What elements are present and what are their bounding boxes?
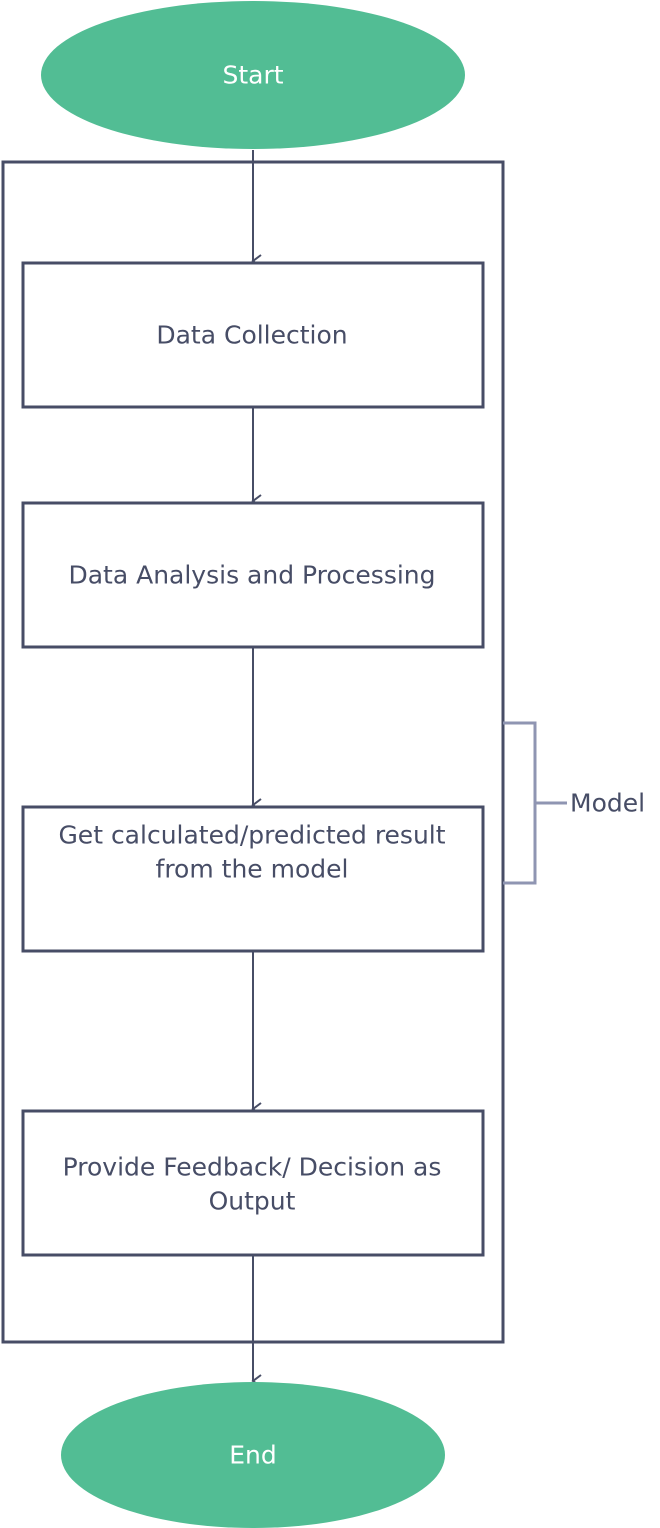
step-box: [21, 261, 485, 409]
step-label: Data Collection: [156, 321, 347, 350]
step-data-analysis: Data Analysis and Processing: [21, 501, 485, 649]
model-bracket: Model: [503, 721, 645, 885]
step-provide-feedback: Provide Feedback/ Decision as Output: [21, 1109, 485, 1257]
step-get-result: Get calculated/predicted result from the…: [21, 805, 485, 953]
step-data-collection: Data Collection: [21, 261, 485, 409]
start-label: Start: [222, 61, 283, 90]
end-shape: [61, 1382, 445, 1528]
model-label: Model: [570, 789, 645, 818]
step-label: Data Analysis and Processing: [68, 561, 435, 590]
end-terminal: End: [61, 1382, 445, 1528]
step-box: [21, 501, 485, 649]
start-shape: [41, 1, 465, 149]
step-label-line-1: Get calculated/predicted result: [58, 821, 445, 850]
start-terminal: Start: [41, 1, 465, 149]
step-box: [21, 805, 485, 953]
bracket-shape: [503, 721, 567, 885]
step-label-line-1: Provide Feedback/ Decision as: [63, 1153, 442, 1182]
end-label: End: [229, 1441, 277, 1470]
step-label-line-2: from the model: [156, 855, 349, 884]
step-box: [21, 1109, 485, 1257]
step-label-line-2: Output: [209, 1187, 296, 1216]
